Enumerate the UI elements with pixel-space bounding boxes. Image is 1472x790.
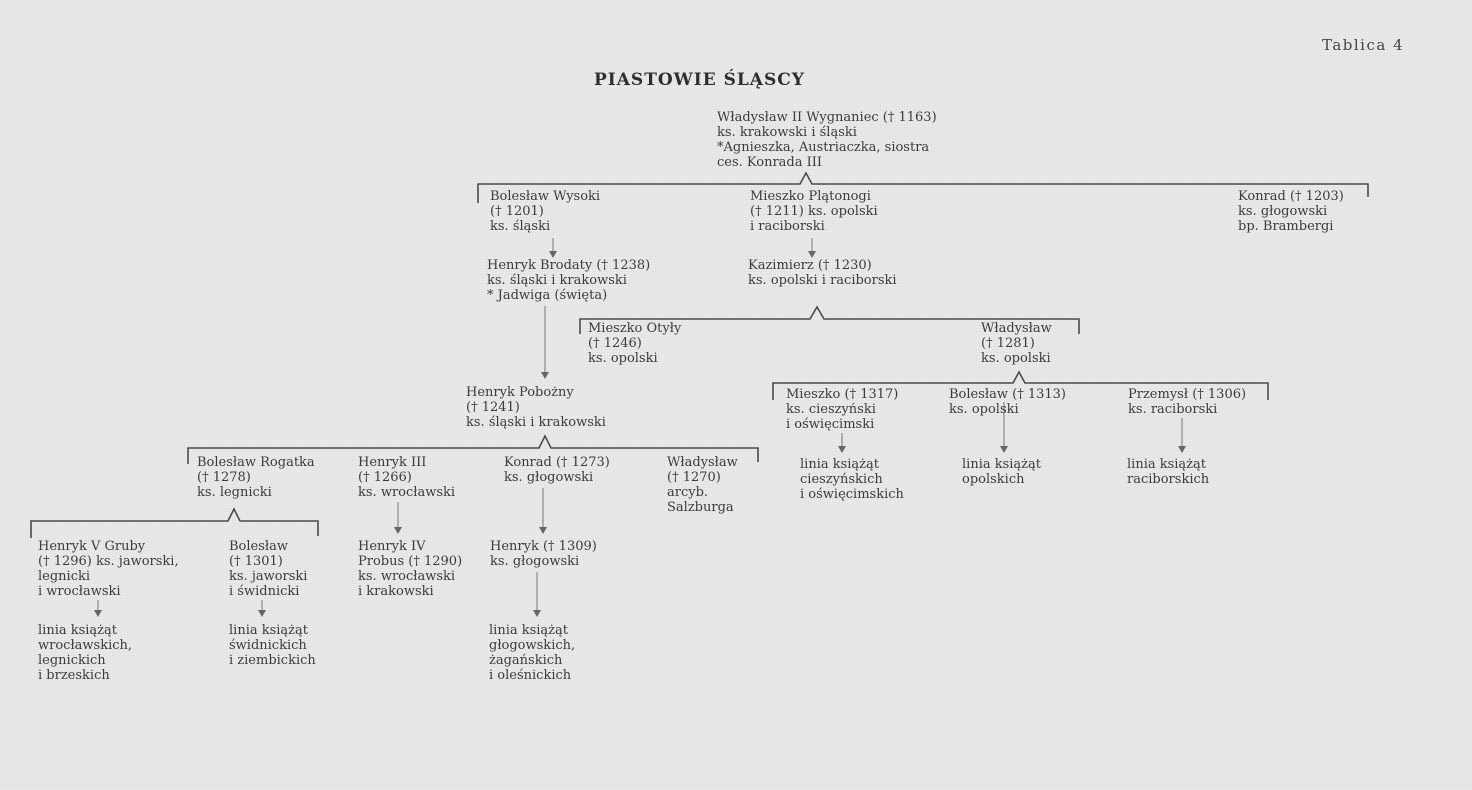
bracket-wladyslaw-sons — [772, 370, 1269, 400]
person-wladyslaw-ii: Władysław II Wygnaniec († 1163)ks. krako… — [717, 110, 937, 170]
person-boleslaw-rogatka: Bolesław Rogatka(† 1278)ks. legnicki — [197, 455, 315, 500]
person-boleslaw-1313: Bolesław († 1313)ks. opolski — [949, 387, 1066, 417]
person-henryk-brodaty: Henryk Brodaty († 1238)ks. śląski i krak… — [487, 258, 651, 303]
person-wladyslaw-1270: Władysław(† 1270)arcyb.Salzburga — [667, 455, 738, 515]
person-henryk-pobozny: Henryk Pobożny(† 1241)ks. śląski i krako… — [466, 385, 606, 430]
person-henryk-iii: Henryk III(† 1266)ks. wrocławski — [358, 455, 456, 500]
bracket-gen2 — [477, 171, 1369, 203]
person-henryk-v-gruby: Henryk V Gruby(† 1296) ks. jaworski,legn… — [38, 539, 179, 599]
person-henryk-1309: Henryk († 1309)ks. głogowski — [490, 539, 597, 569]
person-mieszko-otyly: Mieszko Otyły(† 1246)ks. opolski — [588, 321, 682, 366]
page-label: Tablica 4 — [1322, 36, 1405, 54]
person-wladyslaw-1281: Władysław(† 1281)ks. opolski — [981, 321, 1052, 366]
bracket-pobozny-sons — [187, 434, 759, 464]
person-konrad-1273: Konrad († 1273)ks. głogowski — [504, 455, 610, 485]
page-title: PIASTOWIE ŚLĄSCY — [594, 70, 805, 90]
person-boleslaw-wysoki: Bolesław Wysoki(† 1201)ks. śląski — [490, 189, 601, 234]
person-przemysl-1306: Przemysł († 1306)ks. raciborski — [1128, 387, 1247, 417]
bracket-kazimierz-sons — [579, 305, 1080, 334]
person-kazimierz: Kazimierz († 1230)ks. opolski i racibors… — [748, 258, 897, 288]
bracket-rogatka-sons — [30, 507, 319, 538]
